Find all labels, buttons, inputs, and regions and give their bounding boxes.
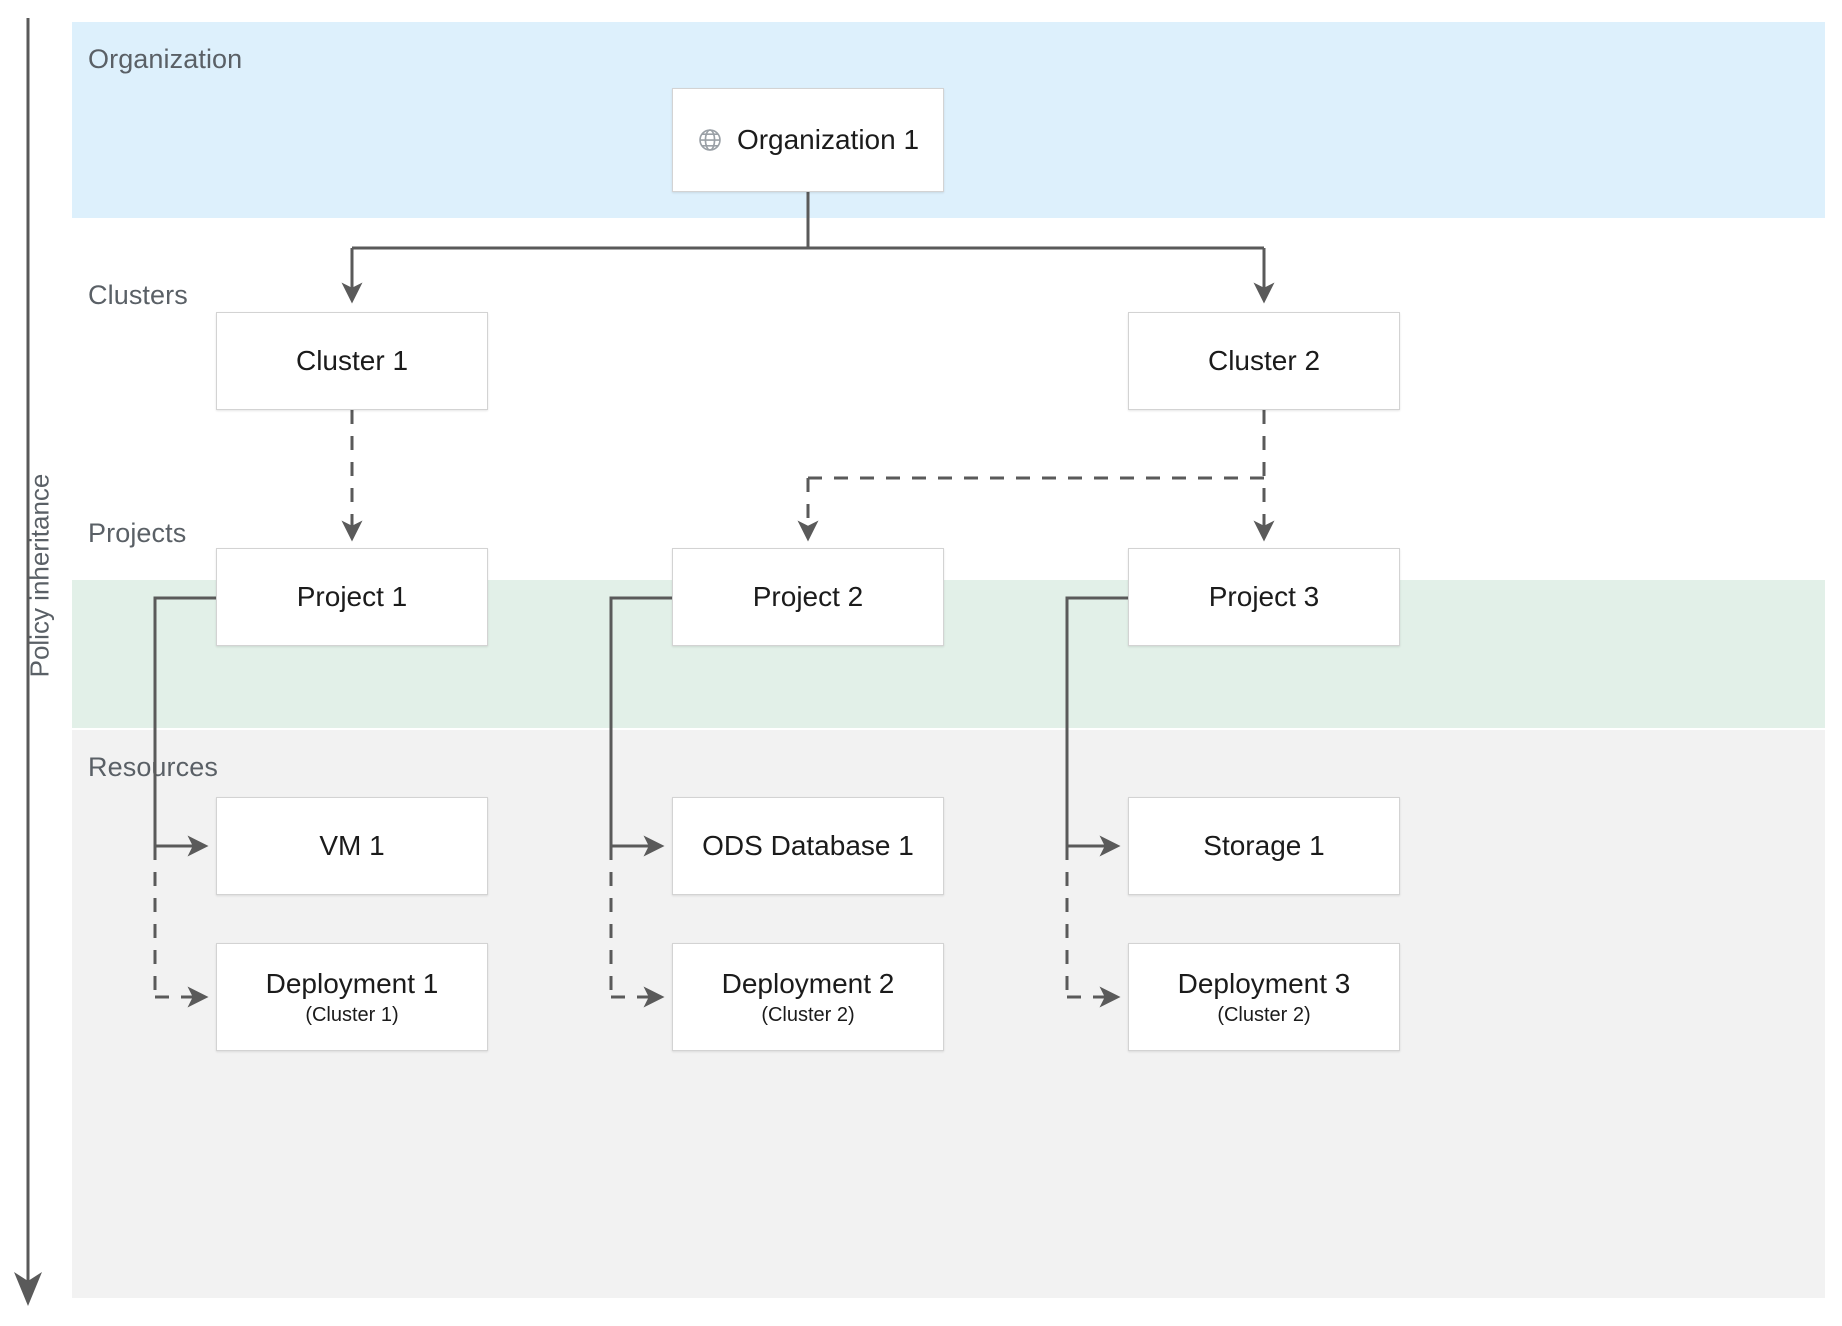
deployment-3-label: Deployment 3 bbox=[1177, 967, 1351, 999]
band-label-projects: Projects bbox=[88, 518, 187, 548]
ods-database-1-label: ODS Database 1 bbox=[702, 830, 914, 861]
node-project-3[interactable]: Project 3 bbox=[1128, 548, 1400, 646]
deployment-2-cluster: (Cluster 2) bbox=[761, 1003, 855, 1026]
band-organization bbox=[72, 22, 1825, 218]
deployment-1-label: Deployment 1 bbox=[265, 967, 439, 999]
project-1-label: Project 1 bbox=[296, 581, 408, 612]
node-vm-1[interactable]: VM 1 bbox=[216, 797, 488, 895]
globe-icon bbox=[699, 129, 721, 151]
cluster-2-label: Cluster 2 bbox=[1207, 345, 1321, 376]
band-label-resources: Resources bbox=[88, 752, 218, 782]
node-project-2[interactable]: Project 2 bbox=[672, 548, 944, 646]
node-deployment-1[interactable]: Deployment 1 (Cluster 1) bbox=[216, 943, 488, 1051]
organization-row: Organization 1 bbox=[697, 124, 919, 156]
storage-1-label: Storage 1 bbox=[1203, 830, 1325, 861]
node-deployment-3[interactable]: Deployment 3 (Cluster 2) bbox=[1128, 943, 1400, 1051]
deployment-1-cluster: (Cluster 1) bbox=[305, 1003, 399, 1026]
node-ods-database-1[interactable]: ODS Database 1 bbox=[672, 797, 944, 895]
deployment-3-cluster: (Cluster 2) bbox=[1217, 1003, 1311, 1026]
node-storage-1[interactable]: Storage 1 bbox=[1128, 797, 1400, 895]
project-3-label: Project 3 bbox=[1208, 581, 1320, 612]
project-2-label: Project 2 bbox=[752, 581, 864, 612]
node-cluster-1[interactable]: Cluster 1 bbox=[216, 312, 488, 410]
band-label-organization: Organization bbox=[88, 44, 243, 74]
node-cluster-2[interactable]: Cluster 2 bbox=[1128, 312, 1400, 410]
node-project-1[interactable]: Project 1 bbox=[216, 548, 488, 646]
cluster-1-label: Cluster 1 bbox=[295, 345, 409, 376]
deployment-2-label: Deployment 2 bbox=[721, 967, 895, 999]
policy-inheritance-label: Policy inheritance bbox=[24, 473, 55, 678]
node-organization-1[interactable]: Organization 1 bbox=[672, 88, 944, 192]
band-label-clusters: Clusters bbox=[88, 280, 188, 310]
node-deployment-2[interactable]: Deployment 2 (Cluster 2) bbox=[672, 943, 944, 1051]
vm-1-label: VM 1 bbox=[319, 830, 385, 861]
organization-label: Organization 1 bbox=[736, 124, 920, 155]
